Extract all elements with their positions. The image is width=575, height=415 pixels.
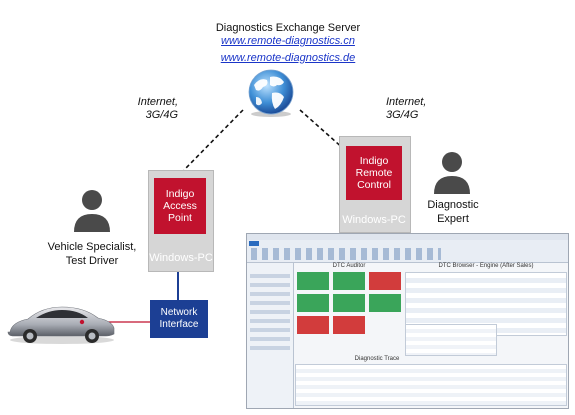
left-link-label: Internet, 3G/4G: [137, 96, 178, 121]
access-point-platform: Windows-PC: [149, 252, 213, 264]
navigation-items[interactable]: [250, 274, 290, 354]
diagnostic-expert-label: Diagnostic Expert: [427, 199, 479, 225]
right-link-label: Internet, 3G/4G: [386, 96, 427, 121]
ecu-tile[interactable]: [297, 316, 329, 334]
ecu-tile[interactable]: [369, 294, 401, 312]
dtc-auditor-tiles: [297, 272, 403, 344]
server-title: Diagnostics Exchange Server: [215, 22, 361, 34]
link-server-to-access-point: [183, 109, 244, 171]
server-url-de[interactable]: www.remote-diagnostics.de: [220, 52, 356, 64]
ecu-tile[interactable]: [369, 272, 401, 290]
remote-control-label-box: Indigo Remote Control: [346, 146, 402, 200]
app-screenshot: DTC Auditor DTC Browser - Engine (After …: [246, 233, 569, 409]
vehicle-specialist-label: Vehicle Specialist, Test Driver: [47, 241, 137, 267]
ribbon-icons: [251, 248, 441, 260]
person-icon: [434, 152, 470, 194]
ecu-tile[interactable]: [297, 294, 329, 312]
ecu-tile[interactable]: [333, 294, 365, 312]
app-title-bar: [247, 234, 568, 240]
remote-control-platform: Windows-PC: [342, 214, 406, 226]
dtc-browser-title: DTC Browser - Engine (After Sales): [438, 263, 534, 269]
globe-icon: [248, 69, 294, 117]
ribbon-file-tab[interactable]: [249, 241, 259, 246]
ecu-tile[interactable]: [297, 272, 329, 290]
dtc-auditor-title: DTC Auditor: [332, 263, 366, 269]
network-interface-box: Network Interface: [150, 300, 208, 338]
diagnostic-trace-title: Diagnostic Trace: [354, 356, 400, 362]
dtc-detail-table: [405, 324, 497, 356]
car-image: [7, 306, 115, 344]
ecu-tile[interactable]: [333, 272, 365, 290]
access-point-label-box: Indigo Access Point: [154, 178, 206, 234]
link-server-to-remote-control: [299, 109, 346, 151]
person-icon: [74, 190, 110, 232]
diagnostic-trace-table: [295, 364, 567, 406]
ecu-tile[interactable]: [333, 316, 365, 334]
server-url-cn[interactable]: www.remote-diagnostics.cn: [221, 35, 355, 47]
